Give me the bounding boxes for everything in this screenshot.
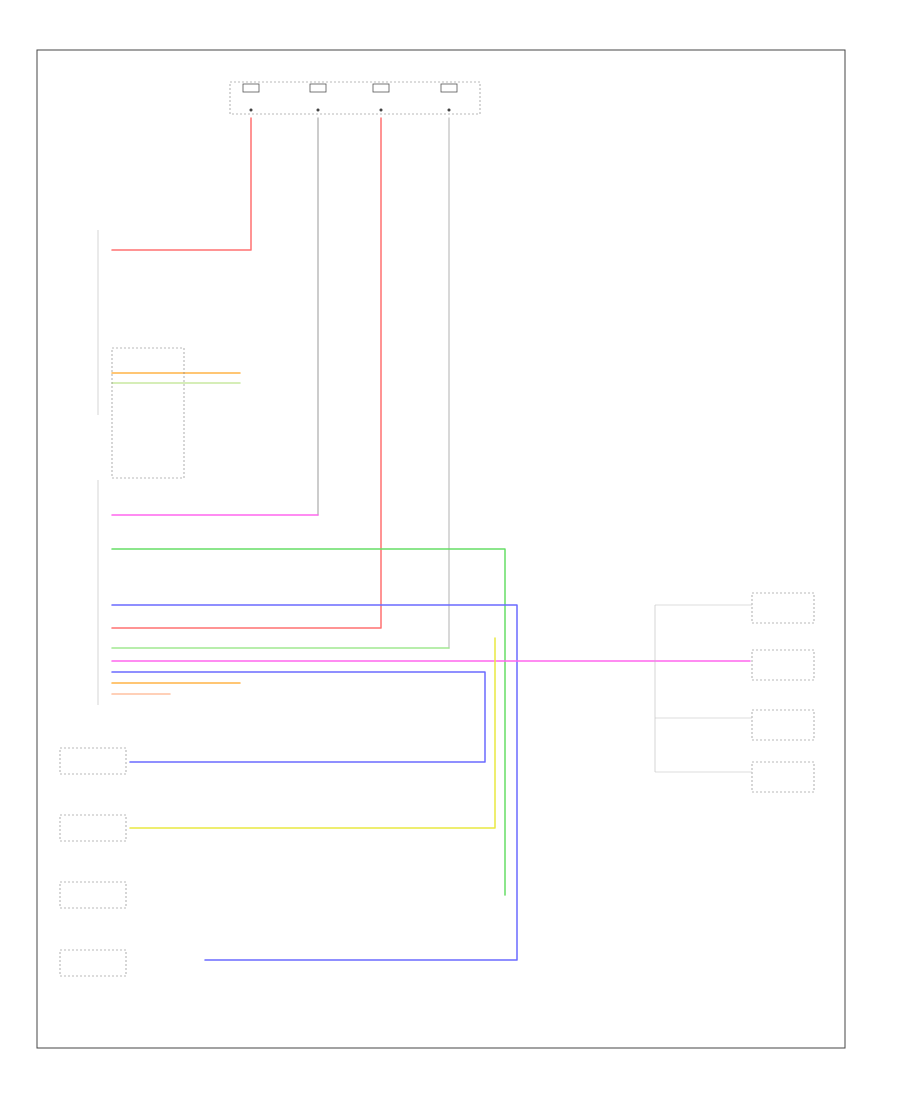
right-module-4 [751, 761, 815, 793]
wire-red-left [111, 117, 252, 251]
comp-box-4 [59, 949, 127, 977]
right-module-2 [751, 649, 815, 681]
right-module-3 [751, 709, 815, 741]
wire-yellow [129, 637, 496, 829]
fuse-2 [309, 83, 327, 112]
comp-box-1 [59, 747, 127, 775]
fuse-1 [242, 83, 260, 112]
module-top-box [111, 347, 185, 479]
comp-box-2 [59, 814, 127, 842]
wire-blue-2 [111, 671, 486, 763]
fuse-box [229, 81, 481, 115]
wire-red-right [111, 117, 382, 629]
fuse-4 [440, 83, 458, 112]
wire-green [111, 548, 506, 896]
diagram-frame [36, 49, 846, 1049]
comp-box-3 [59, 881, 127, 909]
wire-blue [111, 604, 518, 961]
right-module-1 [751, 592, 815, 624]
fuse-3 [372, 83, 390, 112]
